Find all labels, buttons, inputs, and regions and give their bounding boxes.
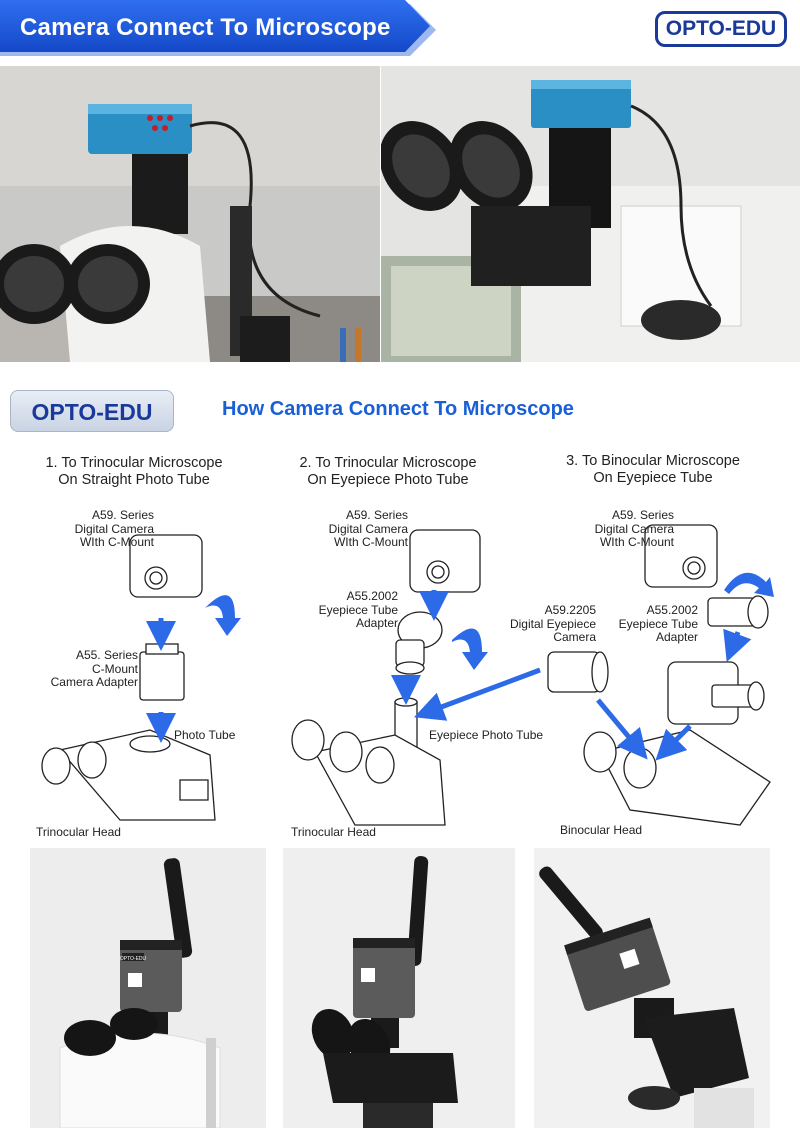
- step-3-camera-label: A59. Series Digital Camera WIth C-Mount: [594, 508, 674, 549]
- step-1-head-label: Trinocular Head: [36, 825, 121, 839]
- connection-diagram: [41, 524, 774, 826]
- step-2-title-line1: 2. To Trinocular Microscope: [299, 455, 477, 471]
- header-banner: [0, 0, 436, 56]
- step-3-title-line2: On Eyepiece Tube: [593, 470, 713, 486]
- step-1-adapter-drawing: [139, 643, 185, 701]
- step-1-photo-tube-label: Photo Tube: [174, 728, 236, 742]
- step-2-title: 2. To Trinocular Microscope On Eyepiece …: [282, 455, 494, 489]
- step-1-title-line1: 1. To Trinocular Microscope: [45, 455, 223, 471]
- step-3-binocular-head-drawing: [583, 729, 771, 826]
- step-1-trinocular-head-drawing: [41, 729, 216, 821]
- step-2-head-label: Trinocular Head: [291, 825, 376, 839]
- step-2-title-line2: On Eyepiece Photo Tube: [307, 472, 469, 488]
- step-1-camera-drawing: [129, 534, 203, 598]
- step-3-title: 3. To Binocular Microscope On Eyepiece T…: [550, 453, 756, 487]
- step-2-trinocular-head-drawing: [291, 697, 446, 826]
- rotate-arrow-icon: [205, 595, 241, 636]
- step-2-eyepiece-tube-label: Eyepiece Photo Tube: [429, 728, 544, 742]
- camera-lcd-text: OPTO-EDU: [120, 956, 147, 962]
- rotate-arrow-icon: [452, 628, 488, 670]
- brand-logo-section: OPTO-EDU: [10, 390, 174, 432]
- step-1-title-line2: On Straight Photo Tube: [58, 472, 210, 488]
- section-title: How Camera Connect To Microscope: [222, 398, 574, 420]
- photo-binocular-wifi-camera: [534, 848, 770, 1128]
- step-3-adapter-drawing: [707, 595, 769, 629]
- photo-upright-camera: [381, 66, 800, 362]
- step-3-title-line1: 3. To Binocular Microscope: [566, 453, 740, 469]
- photo-stereo-camera: [0, 66, 380, 362]
- photo-stereo-wifi-camera: OPTO-EDU: [30, 848, 266, 1128]
- step-1-title: 1. To Trinocular Microscope On Straight …: [28, 455, 240, 489]
- step-3-adapter-label: A55.2002 Eyepiece Tube Adapter: [618, 603, 698, 644]
- step-3-eyepiece-camera-drawing: [547, 651, 609, 693]
- step-1-adapter-label: A55. Series C-Mount Camera Adapter: [50, 648, 138, 689]
- arrow-left-icon: [413, 667, 541, 721]
- step-1-camera-label: A59. Series Digital Camera WIth C-Mount: [74, 508, 154, 549]
- page-title: Camera Connect To Microscope: [20, 14, 391, 41]
- photo-biological-wifi-camera: [283, 848, 515, 1128]
- step-2-adapter-drawing: [395, 611, 443, 675]
- arrow-diagonal-icon: [655, 724, 692, 761]
- step-2-camera-drawing: [409, 529, 481, 593]
- step-3-camera-assembled-drawing: [667, 661, 765, 725]
- arrow-down-icon: [723, 628, 752, 663]
- step-3-eyepiece-camera-label: A59.2205 Digital Eyepiece Camera: [509, 603, 596, 644]
- step-2-camera-label: A59. Series Digital Camera WIth C-Mount: [328, 508, 408, 549]
- arrow-diagonal-icon: [596, 698, 648, 760]
- step-3-head-label: Binocular Head: [560, 823, 643, 837]
- step-2-adapter-label: A55.2002 Eyepiece Tube Adapter: [318, 589, 398, 630]
- brand-logo-top: OPTO-EDU: [655, 11, 787, 47]
- step-3-camera-drawing: [644, 524, 718, 588]
- rotate-arrow-icon: [724, 572, 774, 597]
